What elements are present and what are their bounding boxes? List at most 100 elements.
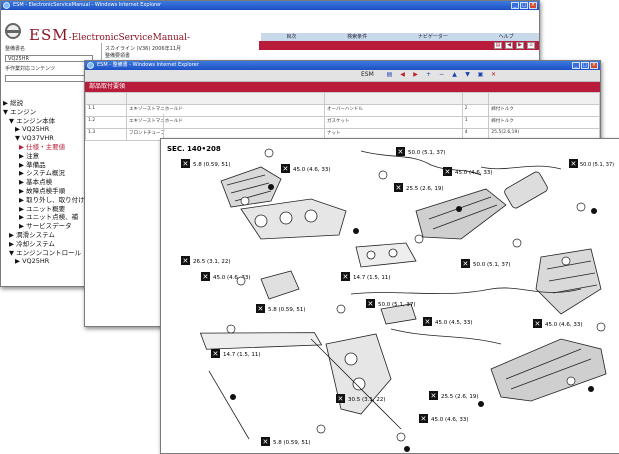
sidebar-tree-item[interactable]: ▶ VQ25HR — [15, 125, 50, 134]
sidebar-tree-item[interactable]: ▶ サービスデータ — [19, 222, 72, 231]
esm-label: ESM — [361, 71, 374, 78]
previous-icon[interactable]: ◀ — [400, 71, 405, 78]
header-toolbar: ▤ ◀ ▶ ⌂ — [259, 41, 539, 50]
svg-text:✕: ✕ — [571, 160, 577, 168]
sidebar-tree-item[interactable]: ▶ 準備品 — [19, 160, 46, 169]
svg-text:45.0 (4.5, 33): 45.0 (4.5, 33) — [435, 320, 473, 326]
torque-callout: ✕ 45.0 (4.6, 33) — [201, 272, 251, 281]
nav-link-search[interactable]: 検索条件 — [347, 34, 368, 40]
home-icon[interactable]: ⌂ — [527, 42, 535, 49]
svg-text:✕: ✕ — [368, 300, 374, 308]
sidebar-tree-item[interactable]: ▶ ユニット点検、補 — [19, 213, 79, 222]
maximize-icon[interactable]: □ — [581, 62, 589, 69]
section-title: 部品取付要領 — [85, 82, 600, 92]
down-icon[interactable]: ▼ — [465, 71, 470, 78]
sidebar-tree-item[interactable]: ▼ VQ37VHR — [15, 134, 54, 143]
window2-title: ESM - 整備書 - Windows Internet Explorer — [97, 62, 199, 68]
torque-callout: ✕ 50.0 (5.1, 37) — [461, 259, 511, 268]
svg-text:✕: ✕ — [431, 392, 437, 400]
torque-callout: ✕ 45.0 (4.5, 33) — [423, 317, 473, 326]
nav-link-help[interactable]: ヘルプ — [498, 34, 514, 40]
bolt-markers — [230, 184, 597, 452]
sidebar-tree-item[interactable]: ▼ エンジン本体 — [9, 116, 56, 125]
maximize-icon[interactable]: □ — [520, 2, 528, 9]
print-icon[interactable]: ▤ — [386, 71, 393, 78]
content-line: スカイライン (V36) 2006年11月 — [105, 46, 181, 52]
sidebar-label-manual: 整備書名 — [5, 46, 26, 52]
table-cell: 2 — [461, 104, 490, 117]
window1-title: ESM - ElectronicServiceManual - Windows … — [13, 2, 162, 8]
svg-text:✕: ✕ — [338, 395, 344, 403]
torque-callout: ✕ 5.8 (0.59, 51) — [181, 159, 231, 168]
sidebar-tree-item[interactable]: ▶ 基本点検 — [19, 178, 53, 187]
svg-text:✕: ✕ — [425, 318, 431, 326]
window1-titlebar[interactable]: ESM - ElectronicServiceManual - Windows … — [1, 1, 539, 10]
svg-text:45.0 (4.6, 33): 45.0 (4.6, 33) — [431, 417, 469, 423]
torque-callout: ✕ 45.0 (4.6, 33) — [281, 164, 331, 173]
sidebar-tree-item[interactable]: ▶ ユニット概要 — [19, 204, 66, 213]
torque-callout: ✕ 5.8 (0.59, 51) — [256, 304, 306, 313]
nav-link-navigator[interactable]: ナビゲーター — [417, 34, 448, 40]
svg-text:25.5 (2.6, 19): 25.5 (2.6, 19) — [406, 186, 444, 192]
table-cell: 締付トルク — [488, 104, 600, 117]
torque-callout: ✕ 14.7 (1.5, 11) — [341, 272, 391, 281]
minimize-icon[interactable]: _ — [511, 2, 519, 9]
torque-callout: ✕ 5.8 (0.59, 51) — [261, 437, 311, 446]
torque-callout: ✕ 45.0 (4.6, 33) — [419, 414, 469, 423]
up-icon[interactable]: ▲ — [452, 71, 457, 78]
sidebar-tree-item[interactable]: ▶ 注意 — [19, 151, 40, 160]
sidebar-tree-item[interactable]: ▶ 潤滑システム — [9, 230, 55, 239]
svg-text:✕: ✕ — [396, 184, 402, 192]
sidebar-tree-item[interactable]: ▶ 仕様・主要値 — [19, 142, 66, 151]
torque-callout: ✕ 50.0 (5.1, 37) — [366, 299, 416, 308]
torque-callout: ✕ 30.5 (3.1, 22) — [336, 394, 386, 403]
manual-select[interactable]: VQ25HR — [5, 55, 93, 62]
exhaust-manifold-diagram: SEC. 140•208 — [161, 139, 619, 453]
svg-text:45.0 (4.6, 33): 45.0 (4.6, 33) — [455, 170, 493, 176]
forward-icon[interactable]: ▶ — [516, 42, 524, 49]
torque-callout: ✕ 25.5 (2.6, 19) — [394, 183, 444, 192]
upper-sensor-cable — [360, 150, 482, 176]
svg-text:14.7 (1.5, 11): 14.7 (1.5, 11) — [223, 352, 261, 358]
sidebar-tree-item[interactable]: ▶ 取り外し、取り付け — [19, 195, 85, 204]
svg-text:✕: ✕ — [463, 260, 469, 268]
minimize-icon[interactable]: _ — [572, 62, 580, 69]
content-line: 整備要領書 — [105, 53, 131, 59]
upper-gasket — [355, 242, 417, 268]
next-icon[interactable]: ▶ — [413, 71, 418, 78]
close-icon[interactable]: × — [590, 62, 598, 69]
svg-text:45.0 (4.6, 33): 45.0 (4.6, 33) — [545, 322, 583, 328]
lower-heat-shield — [535, 248, 602, 315]
close-icon[interactable]: × — [529, 2, 537, 9]
svg-text:✕: ✕ — [398, 148, 404, 156]
sidebar-tree-item[interactable]: ▶ 総説 — [3, 99, 24, 107]
svg-text:25.5 (2.6, 19): 25.5 (2.6, 19) — [441, 394, 479, 400]
sidebar-tree-item[interactable]: ▼ エンジン — [3, 107, 37, 116]
torque-callout: ✕ 45.0 (4.6, 33) — [443, 167, 493, 176]
sidebar-tree-item[interactable]: ▶ 冷却システム — [9, 239, 55, 248]
close-doc-icon[interactable]: ✕ — [490, 71, 497, 78]
zoom-out-icon[interactable]: − — [438, 71, 445, 78]
svg-text:✕: ✕ — [421, 415, 427, 423]
save-icon[interactable]: ▣ — [477, 71, 484, 78]
print-icon[interactable]: ▤ — [494, 42, 502, 49]
sidebar-tree-item[interactable]: ▶ 故障点検手順 — [19, 186, 66, 195]
table-cell: 1 — [461, 116, 490, 129]
window2-titlebar[interactable]: ESM - 整備書 - Windows Internet Explorer _ … — [85, 61, 600, 70]
content-select[interactable] — [5, 75, 93, 82]
app-title: ESM-ElectronicServiceManual- — [29, 26, 191, 44]
leader-line — [310, 338, 402, 430]
zoom-in-icon[interactable]: + — [425, 71, 432, 78]
content-header: スカイライン (V36) 2006年11月 整備要領書 — [103, 43, 539, 77]
sidebar-tree-item[interactable]: ▼ エンジンコントロール — [9, 248, 82, 257]
sidebar-tree-item[interactable]: ▶ VQ25HR — [15, 257, 50, 266]
section-label: SEC. 140•208 — [167, 145, 221, 153]
lower-sensor-cable — [350, 287, 582, 295]
torque-callout: ✕ 25.5 (2.6, 19) — [429, 391, 479, 400]
window1-controls: _ □ × — [511, 2, 537, 9]
sidebar-tree-item[interactable]: ▶ システム概況 — [19, 169, 65, 178]
nav-link-contents[interactable]: 目次 — [286, 34, 297, 40]
part-reference-markers — [226, 148, 606, 442]
back-icon[interactable]: ◀ — [505, 42, 513, 49]
